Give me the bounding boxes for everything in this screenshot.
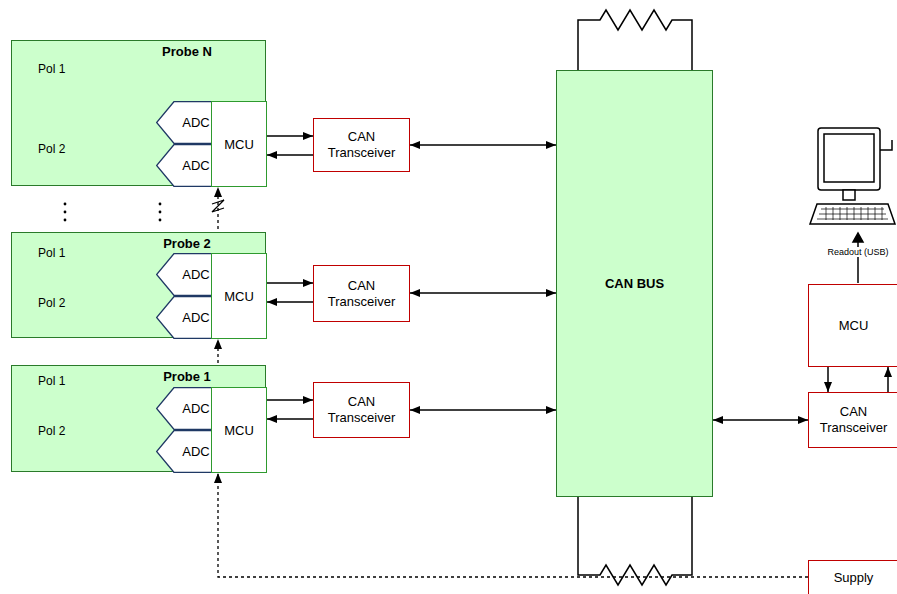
polarization-label: Pol 1 [38,374,65,388]
signal-arrow [267,135,313,137]
can-transceiver-box: CAN Transceiver [313,382,410,438]
terminator-resistor [578,497,692,585]
probe-heading: Probe 1 [107,369,267,384]
signal-arrow [267,282,313,284]
signal-arrow [267,301,313,303]
box-label: CAN Transceiver [813,404,894,435]
signal-arrow [267,399,313,401]
terminator-resistor [578,10,692,70]
keyboard-keys [854,207,855,220]
computer-icon [824,134,874,182]
keyboard-keys [819,214,886,215]
box-label: MCU [224,423,254,438]
probe-heading: Probe 2 [107,236,267,251]
readout-arrow [853,233,863,242]
ellipsis-dots [64,211,67,214]
signal-arrow [267,154,313,156]
terminator-resistor [578,10,692,70]
box-label: CAN Transceiver [318,129,405,160]
signal-arrow [410,292,556,294]
box-label: ADC [168,158,209,173]
polarization-label: Pol 2 [38,142,65,156]
computer-icon [810,204,895,224]
can-transceiver-box: CAN Transceiver [313,265,410,322]
keyboard-keys [861,207,862,220]
polarization-label: Pol 2 [38,296,65,310]
ellipsis-dots [64,203,162,222]
keyboard-keys [826,207,827,220]
keyboard-keys [840,207,841,220]
box-label: CAN BUS [605,276,664,291]
keyboard-keys [817,207,888,220]
box-label: ADC [168,444,209,459]
keyboard-keys [821,209,884,210]
can-bus-box: CAN BUS [556,70,713,497]
ellipsis-dots [159,203,162,206]
box-label: MCU [224,137,254,152]
signal-arrow [410,144,556,146]
box-label: CAN Transceiver [318,278,405,309]
can-transceiver-box: CAN Transceiver [313,118,410,172]
readout-arrow [853,233,863,283]
signal-arrow [887,367,889,392]
computer-icon [843,190,855,200]
ellipsis-dots [64,203,67,206]
keyboard-keys [817,219,888,220]
mcu-box: MCU [211,101,267,187]
keyboard-keys [847,207,848,220]
keyboard-keys [882,207,883,220]
probe-heading: Probe N [107,44,267,59]
box-label: CAN Transceiver [318,394,405,425]
probe-box: Probe N ADC ADC MCU [11,40,266,186]
polarization-label: Pol 1 [38,246,65,260]
box-label: ADC [168,267,209,282]
signal-arrow [827,367,829,392]
polarization-label: Pol 1 [38,62,65,76]
mcu-box: MCU [211,387,267,473]
box-label: MCU [839,318,869,334]
box-label: ADC [168,401,209,416]
computer-icon [810,128,895,224]
keyboard-keys [833,207,834,220]
keyboard-keys [868,207,869,220]
box-label: ADC [168,115,209,130]
readout-box: MCU [808,284,897,367]
box-label: Supply [834,570,874,586]
mcu-box: MCU [211,253,267,339]
box-label: MCU [224,289,254,304]
computer-icon [818,128,880,190]
computer-icon [880,140,892,150]
polarization-label: Pol 2 [38,424,65,438]
supply-line [218,473,808,577]
signal-arrow [267,418,313,420]
ellipsis-dots [159,219,162,222]
terminator-resistor [578,497,692,585]
ellipsis-dots [64,219,67,222]
readout-box: CAN Transceiver [808,392,897,448]
ellipsis-dots [159,211,162,214]
box-label: ADC [168,310,209,325]
keyboard-keys [875,207,876,220]
signal-arrow [713,419,808,421]
interface-label: Readout (USB) [826,247,890,257]
signal-arrow [410,409,556,411]
readout-box: Supply [808,560,897,594]
